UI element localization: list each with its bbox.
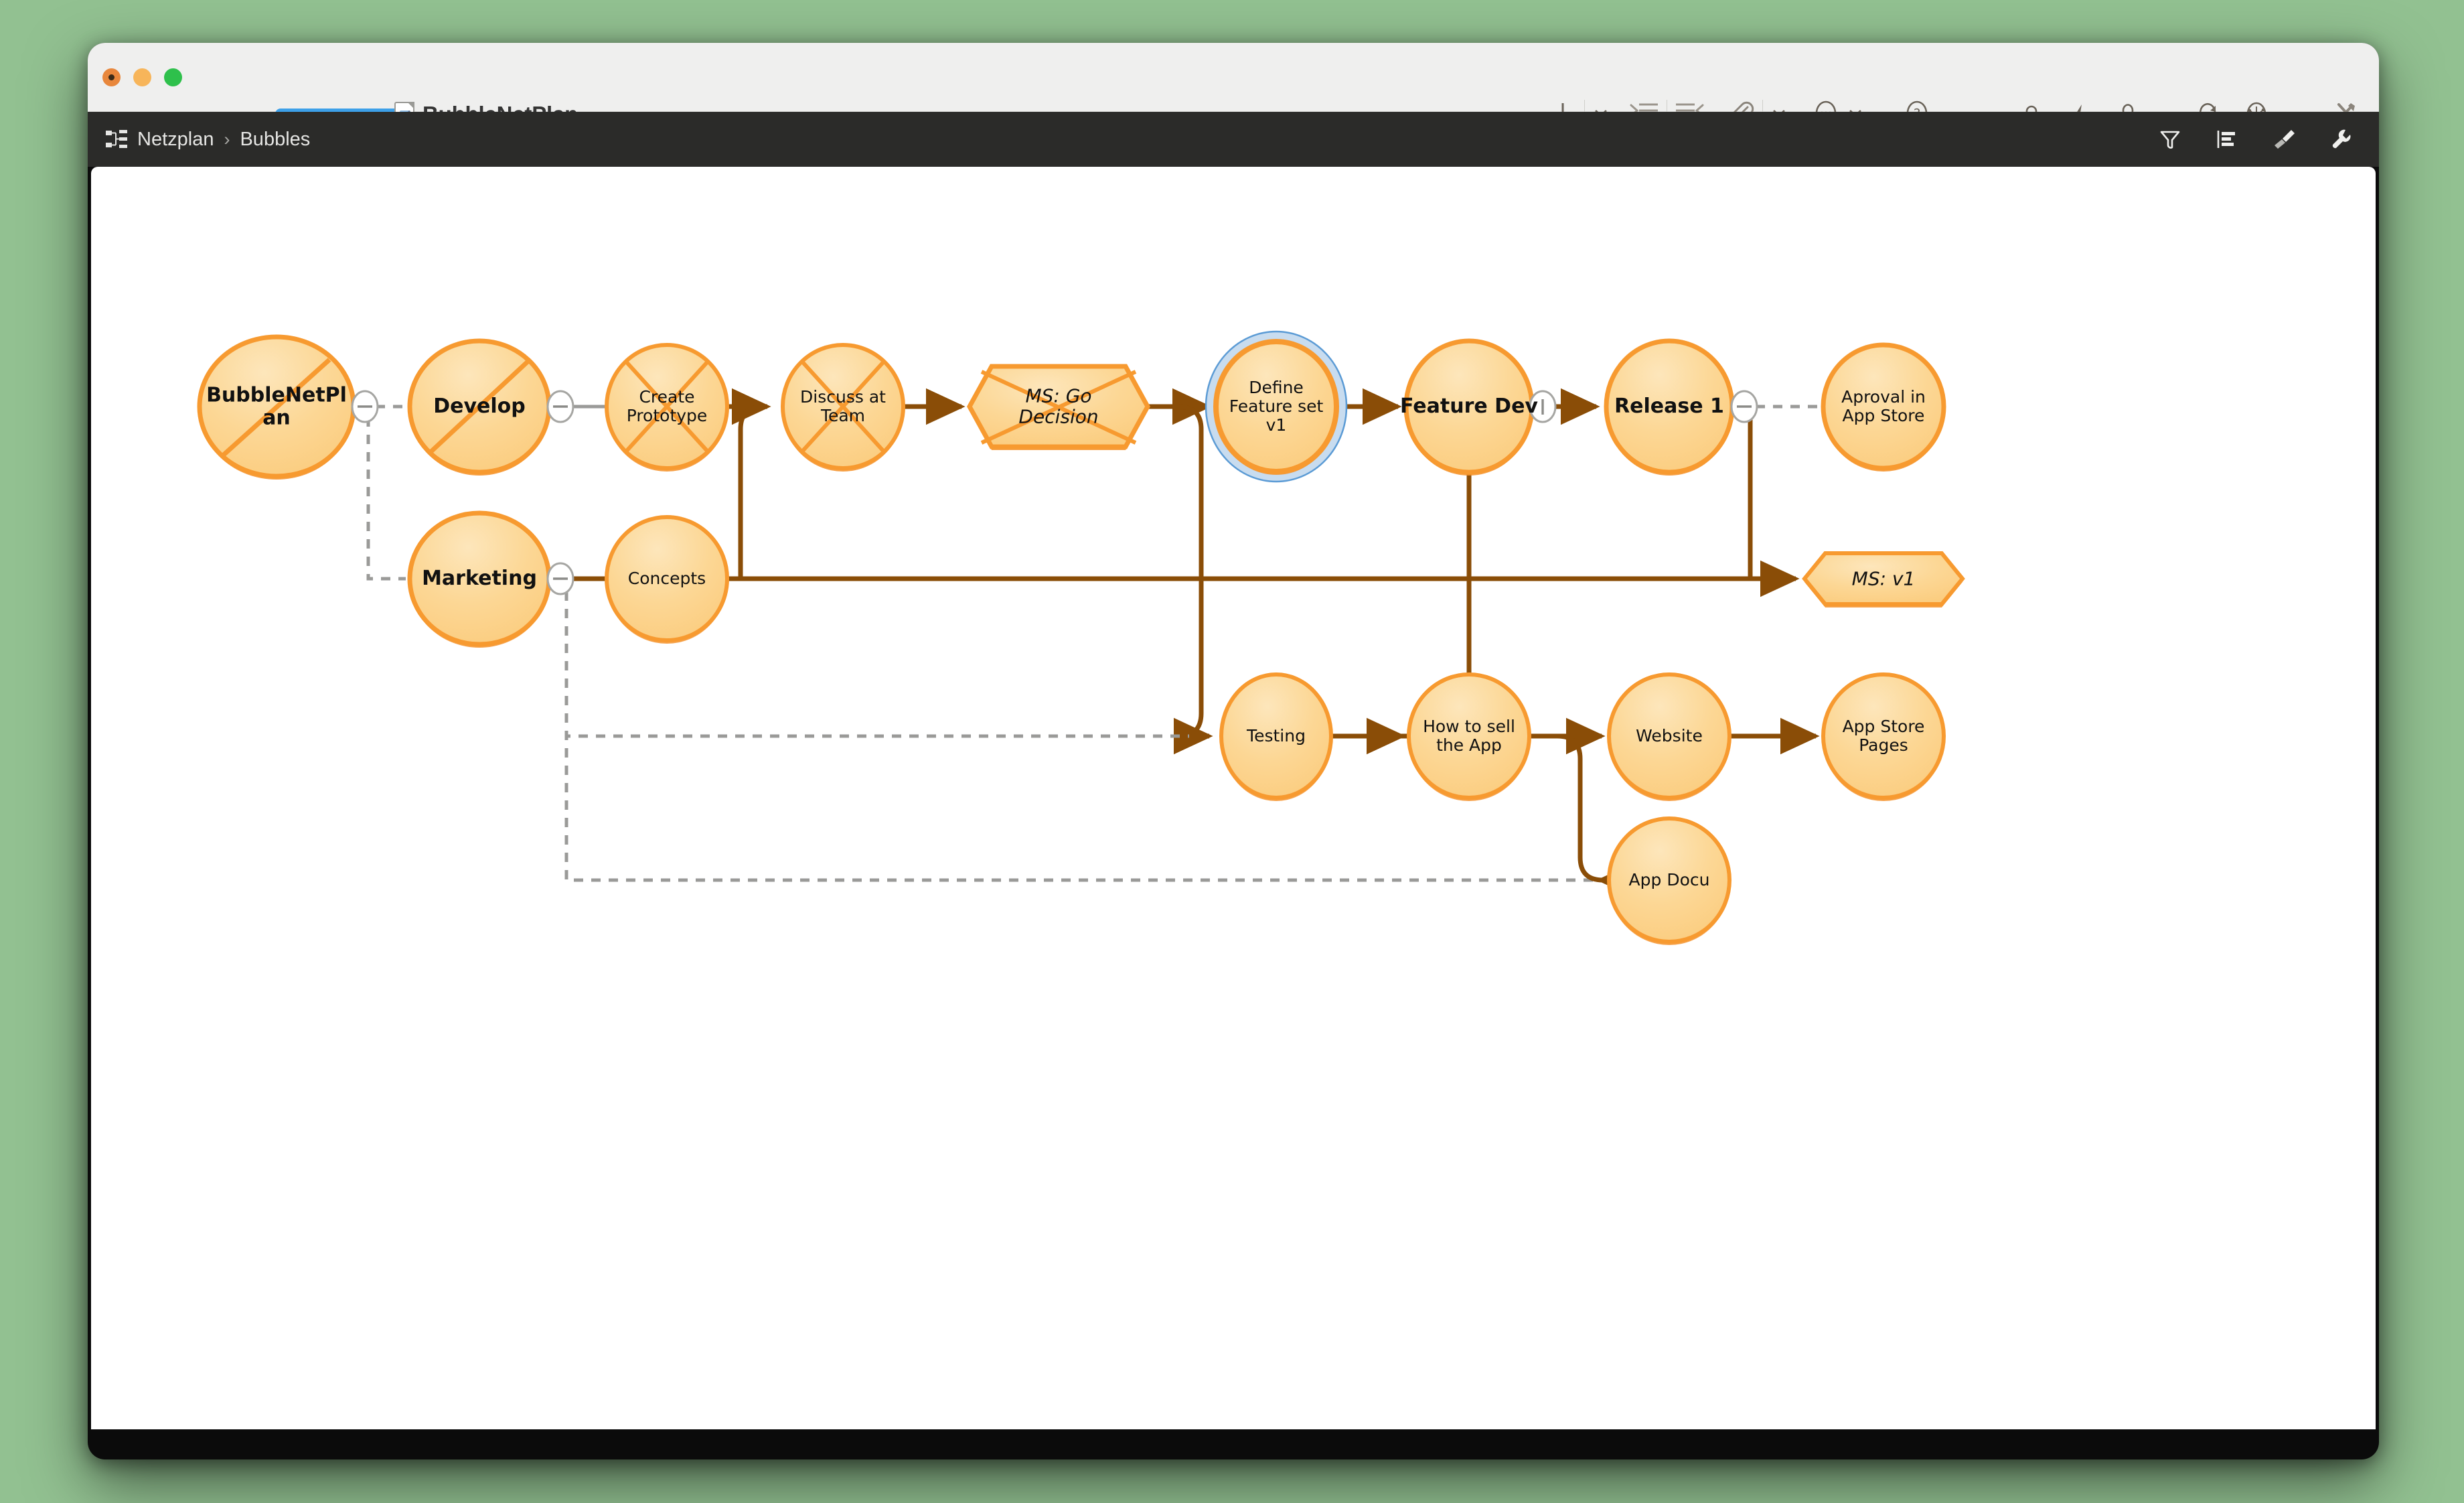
diagram-canvas[interactable]: BubbleNetPl an Develop Create Prototype … xyxy=(91,167,2376,1429)
edge-layer xyxy=(366,388,1820,899)
edge-ms-go-testing xyxy=(1173,404,1213,755)
window-controls xyxy=(102,68,182,86)
edge-marketing-app-docu xyxy=(564,591,1596,882)
node-app-docu[interactable] xyxy=(1607,816,1731,945)
maximize-button[interactable] xyxy=(164,68,182,86)
settings-wrench-icon[interactable] xyxy=(2327,126,2354,153)
breadcrumb-item-netzplan[interactable]: Netzplan xyxy=(137,128,214,150)
collapse-handle-layer[interactable] xyxy=(351,390,1758,595)
node-concepts[interactable] xyxy=(605,515,729,644)
edge-release-1-ms-v1 xyxy=(1748,417,1800,597)
network-plan-icon xyxy=(104,129,129,150)
handle-marketing[interactable] xyxy=(546,562,574,595)
network-diagram[interactable] xyxy=(91,167,2376,1429)
breadcrumb-bar: Netzplan › Bubbles xyxy=(88,112,2379,167)
node-feature-dev[interactable] xyxy=(1403,338,1535,476)
minimize-button[interactable] xyxy=(133,68,151,86)
node-aproval-in-app-store[interactable] xyxy=(1821,342,1946,472)
breadcrumb-separator: › xyxy=(224,129,230,149)
outline-icon[interactable] xyxy=(2213,126,2240,153)
node-website[interactable] xyxy=(1607,672,1731,801)
node-define-feature-set-v1[interactable] xyxy=(1213,339,1339,475)
breadcrumb-item-bubbles[interactable]: Bubbles xyxy=(240,128,311,150)
node-release-1[interactable] xyxy=(1604,338,1735,476)
node-testing[interactable] xyxy=(1219,672,1333,801)
edge-bubblenetplan-marketing xyxy=(366,417,406,581)
handle-feature-dev[interactable] xyxy=(1529,390,1557,423)
node-create-prototype[interactable] xyxy=(605,343,729,472)
breadcrumb: Netzplan › Bubbles xyxy=(104,112,310,167)
close-button[interactable] xyxy=(102,68,121,86)
edge-how-to-sell-app-docu xyxy=(1557,733,1636,899)
node-develop[interactable] xyxy=(407,338,552,476)
node-how-to-sell-the-app[interactable] xyxy=(1407,672,1531,801)
node-ms-v1[interactable] xyxy=(1802,551,1965,607)
node-bubblenetplan[interactable] xyxy=(197,334,356,480)
node-layer[interactable] xyxy=(197,330,1965,945)
edge-concepts-discuss xyxy=(738,404,767,579)
filter-icon[interactable] xyxy=(2157,126,2183,153)
style-brush-icon[interactable] xyxy=(2269,126,2297,153)
node-marketing[interactable] xyxy=(407,510,552,648)
breadcrumb-tools xyxy=(2157,112,2354,167)
node-app-store-pages[interactable] xyxy=(1821,672,1946,801)
node-ms-go-decision[interactable] xyxy=(967,364,1150,450)
handle-release-1[interactable] xyxy=(1730,390,1758,423)
handle-bubblenetplan[interactable] xyxy=(351,390,379,423)
node-discuss-at-team[interactable] xyxy=(781,343,905,472)
handle-develop[interactable] xyxy=(546,390,574,423)
